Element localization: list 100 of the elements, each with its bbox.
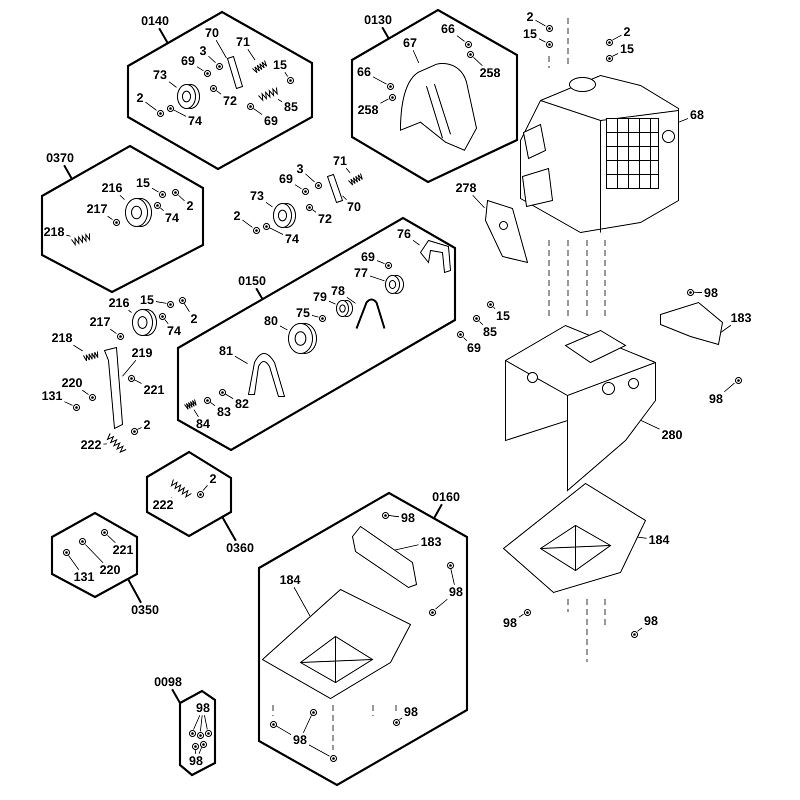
leader-line (612, 34, 622, 40)
callout-number: 67 (402, 36, 418, 50)
washer-icon (88, 392, 96, 402)
leader-line (202, 484, 208, 491)
callout-number: 183 (730, 312, 752, 324)
washer-icon (170, 188, 180, 196)
leader-line (479, 321, 484, 326)
callout-number: 73 (152, 68, 168, 82)
callout-number: 2 (232, 210, 242, 222)
callout-number: 280 (660, 428, 684, 442)
leader-line (164, 319, 169, 324)
belt-drawing (354, 298, 386, 330)
callout-number: 218 (50, 332, 74, 344)
washer-icon (308, 708, 318, 716)
leader-line (253, 108, 262, 115)
mounting-plate-drawing (484, 198, 528, 264)
washer-icon (384, 260, 392, 270)
callout-number: 184 (278, 574, 302, 586)
washer-icon (246, 102, 254, 110)
spring-drawing (257, 86, 279, 102)
callout-number: 98 (502, 616, 518, 630)
washer-icon (156, 108, 164, 118)
callout-number: 216 (100, 182, 124, 194)
washer-icon (112, 218, 120, 226)
washer-icon (166, 300, 174, 308)
pulley-drawing (130, 308, 158, 336)
callout-number: 15 (135, 176, 151, 190)
callout-number: 69 (466, 342, 482, 354)
washer-icon (630, 630, 638, 638)
callout-number: 72 (222, 94, 238, 108)
leader-line (640, 420, 660, 430)
callout-number: 85 (482, 326, 498, 338)
washer-icon (208, 84, 218, 92)
kit-number: 0140 (140, 14, 170, 28)
washer-icon (456, 330, 464, 338)
washer-icon (262, 222, 270, 230)
washer-icon (158, 312, 166, 320)
callout-number: 184 (648, 534, 670, 546)
kit-leader-line (255, 288, 264, 300)
leader-line (302, 715, 312, 734)
callout-number: 15 (272, 58, 288, 72)
callout-number: 220 (98, 564, 122, 576)
callout-number: 98 (403, 706, 419, 718)
callout-number: 2 (526, 10, 534, 24)
callout-number: 220 (60, 376, 84, 390)
leader-line (107, 216, 113, 220)
leader-line (216, 90, 222, 95)
washer-icon (188, 728, 196, 738)
leader-line (435, 598, 448, 610)
callout-number: 98 (708, 392, 724, 406)
leader-line (178, 194, 185, 202)
leader-line (399, 718, 402, 720)
callout-number: 74 (164, 212, 180, 224)
callout-number: 217 (86, 202, 108, 216)
leader-line (160, 208, 164, 212)
callout-number: 2 (142, 418, 152, 432)
pulley-drawing (176, 82, 200, 110)
kit-leader-line (433, 504, 443, 519)
washer-icon (152, 200, 162, 210)
leader-line (107, 534, 116, 544)
washer-icon (126, 374, 136, 382)
kit-hexagon-outline (178, 689, 217, 777)
washer-icon (466, 50, 474, 58)
leader-line (720, 324, 732, 334)
callout-number: 218 (42, 226, 66, 238)
washer-icon (198, 740, 208, 748)
kit-number: 0370 (45, 152, 75, 164)
callout-number: 15 (495, 310, 511, 322)
kit-leader-line (381, 26, 390, 40)
washer-icon (268, 720, 278, 728)
washer-icon (62, 548, 70, 556)
pulley-drawing (384, 274, 404, 294)
washer-icon (388, 92, 396, 102)
leader-line (193, 714, 200, 730)
washer-icon (202, 396, 212, 404)
leader-line (84, 544, 104, 564)
leader-line (278, 98, 282, 102)
washer-icon (428, 608, 436, 616)
leader-line (68, 555, 80, 570)
washer-icon (196, 730, 204, 740)
washer-icon (446, 560, 454, 570)
leader-line (184, 303, 190, 312)
leader-line (636, 536, 647, 539)
leader-line (173, 109, 186, 117)
washer-icon (202, 68, 212, 78)
callout-number: 71 (235, 36, 251, 48)
spring-drawing (183, 398, 198, 411)
washer-icon (72, 402, 80, 412)
callout-number: 70 (346, 200, 362, 214)
leader-line (346, 168, 350, 174)
pulley-drawing (124, 196, 152, 228)
washer-icon (100, 528, 108, 536)
leader-line (280, 326, 288, 330)
kit-hexagon-outline (50, 511, 139, 599)
kit-leader-line (127, 578, 142, 604)
washer-icon (604, 54, 614, 62)
leader-line (693, 292, 702, 293)
leader-line (456, 35, 465, 42)
engine-drawing (518, 74, 680, 234)
callout-number: 216 (108, 296, 130, 310)
